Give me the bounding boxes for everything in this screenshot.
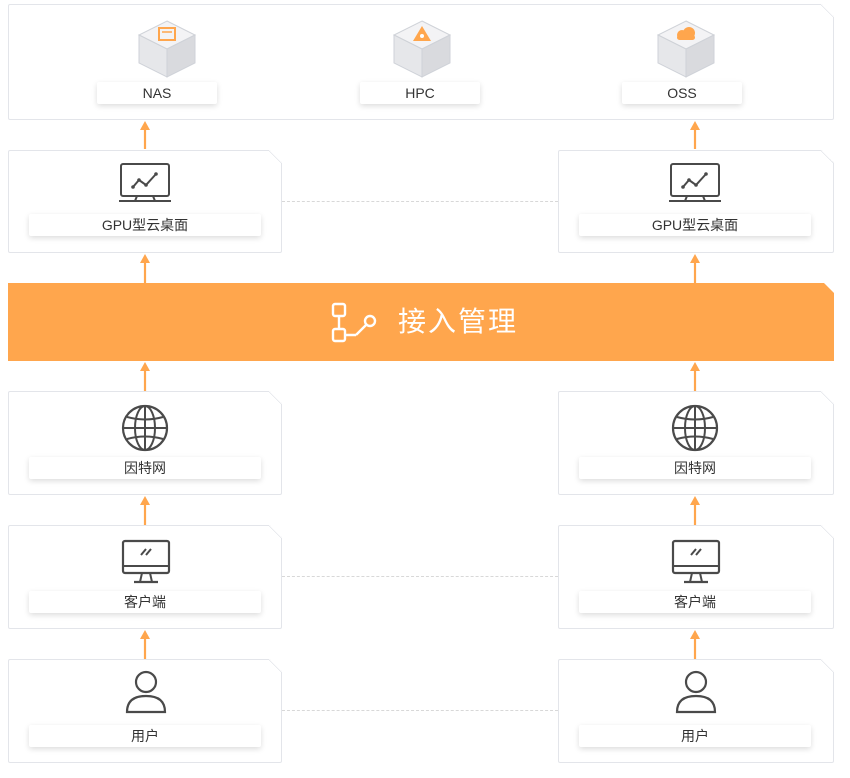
arrow-up-icon (140, 630, 150, 659)
storage-label-hpc: HPC (360, 82, 480, 104)
user-icon (122, 668, 170, 716)
globe-icon (670, 403, 720, 453)
arrow-up-icon (690, 254, 700, 283)
right-user-label: 用户 (579, 725, 811, 747)
user-icon (672, 668, 720, 716)
right-user-card: 用户 (558, 659, 834, 763)
oss-cube-icon (654, 17, 718, 83)
left-internet-card: 因特网 (8, 391, 282, 495)
monitor-chart-icon (667, 161, 723, 207)
access-flow-icon (328, 301, 378, 345)
arrow-up-icon (690, 496, 700, 525)
right-desktop-card: GPU型云桌面 (558, 150, 834, 253)
nas-cube-icon (135, 17, 199, 83)
left-internet-label: 因特网 (29, 457, 261, 479)
storage-label-oss: OSS (622, 82, 742, 104)
access-management-banner: 接入管理 (8, 283, 834, 361)
client-row-connector (282, 576, 558, 577)
monitor-chart-icon (117, 161, 173, 207)
desktop-computer-icon (120, 538, 172, 586)
left-user-card: 用户 (8, 659, 282, 763)
left-desktop-card: GPU型云桌面 (8, 150, 282, 253)
right-client-label: 客户端 (579, 591, 811, 613)
right-desktop-label: GPU型云桌面 (579, 214, 811, 236)
arrow-up-icon (690, 121, 700, 149)
right-client-card: 客户端 (558, 525, 834, 629)
arrow-up-icon (690, 362, 700, 391)
arrow-up-icon (140, 496, 150, 525)
user-row-connector (282, 710, 558, 711)
right-internet-label: 因特网 (579, 457, 811, 479)
arrow-up-icon (690, 630, 700, 659)
arrow-up-icon (140, 121, 150, 149)
desktop-computer-icon (670, 538, 722, 586)
globe-icon (120, 403, 170, 453)
left-desktop-label: GPU型云桌面 (29, 214, 261, 236)
left-user-label: 用户 (29, 725, 261, 747)
left-client-label: 客户端 (29, 591, 261, 613)
storage-panel: NAS HPC OSS (8, 4, 834, 120)
desktop-row-connector (282, 201, 558, 202)
access-management-title: 接入管理 (398, 306, 519, 337)
right-internet-card: 因特网 (558, 391, 834, 495)
arrow-up-icon (140, 254, 150, 283)
storage-label-nas: NAS (97, 82, 217, 104)
arrow-up-icon (140, 362, 150, 391)
left-client-card: 客户端 (8, 525, 282, 629)
hpc-cube-icon (390, 17, 454, 83)
